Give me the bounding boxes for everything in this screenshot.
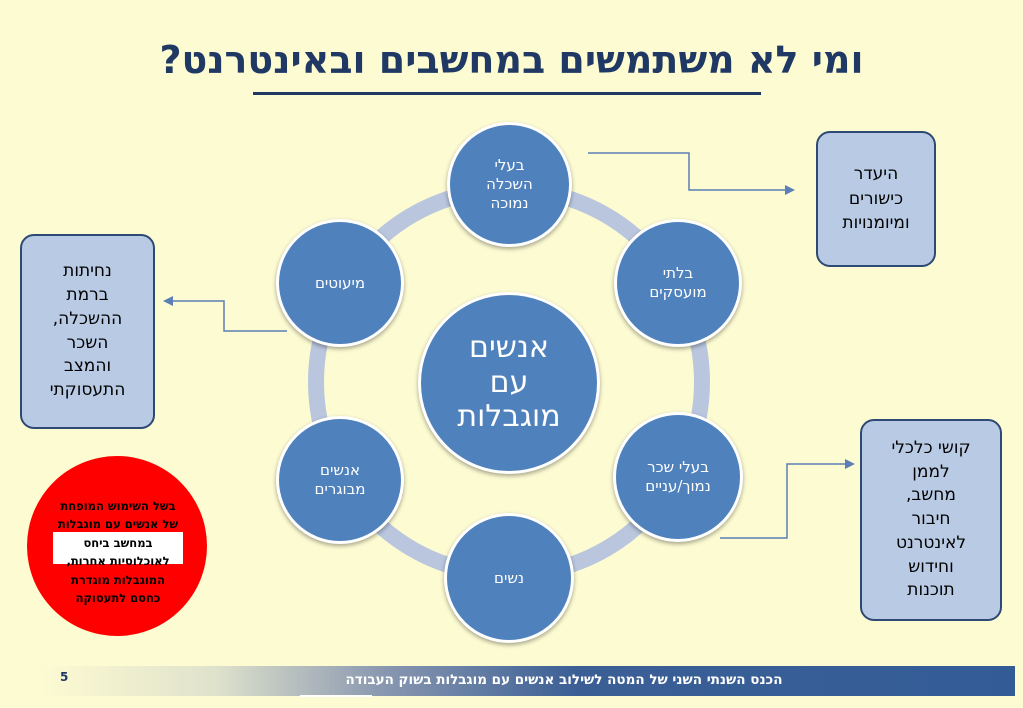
node-label: נשים [494, 568, 524, 587]
footer-bar [40, 666, 1015, 696]
node-women: נשים [444, 513, 574, 643]
note-education-gap: נחיתות ברמת ההשכלה, השכר והמצב התעסוקתי [20, 234, 155, 429]
red-callout-highlight [53, 532, 183, 564]
node-unemployed: בלתי מועסקים [614, 219, 742, 347]
title-underline [253, 92, 761, 95]
note-economic-difficulty: קושי כלכלי לממן מחשב, חיבור לאינטרנט וחי… [860, 419, 1002, 621]
arrowhead-icon [845, 459, 855, 469]
note-skills-gap: היעדר כישורים ומיומנויות [816, 131, 936, 267]
node-low-income: בעלי שכר נמוך/עניים [613, 412, 743, 542]
node-label: בעלי שכר נמוך/עניים [645, 458, 711, 495]
center-node-label: אנשים עם מוגבלות [457, 330, 561, 435]
page-number: 5 [60, 670, 69, 684]
node-label: מיעוטים [314, 273, 366, 292]
arrowhead-icon [163, 296, 173, 306]
note-text: קושי כלכלי לממן מחשב, חיבור לאינטרנט וחי… [891, 437, 971, 601]
slide-title: ומי לא משתמשים במחשבים ובאינטרנט? [159, 38, 864, 82]
footer-divider [300, 695, 372, 697]
node-elderly: אנשים מבוגרים [276, 416, 404, 544]
arrow-to-education-note [168, 300, 287, 332]
node-minorities: מיעוטים [276, 219, 404, 347]
note-text: היעדר כישורים ומיומנויות [842, 164, 910, 234]
note-text: נחיתות ברמת ההשכלה, השכר והמצב התעסוקתי [49, 261, 126, 401]
node-low-education: בעלי השכלה נמוכה [447, 122, 572, 247]
node-label: בעלי השכלה נמוכה [486, 156, 533, 212]
red-callout-text: בשל השימוש המופחת של אנשים עם מוגבלות במ… [57, 499, 179, 605]
arrow-to-economic-note [720, 463, 850, 539]
node-label: אנשים מבוגרים [314, 461, 366, 498]
center-node-people-with-disabilities: אנשים עם מוגבלות [418, 292, 600, 474]
node-label: בלתי מועסקים [649, 264, 707, 301]
arrow-to-skills-note [588, 152, 790, 191]
arrowhead-icon [785, 185, 795, 195]
footer-text: הכנס השנתי השני של המטה לשילוב אנשים עם … [345, 672, 783, 688]
